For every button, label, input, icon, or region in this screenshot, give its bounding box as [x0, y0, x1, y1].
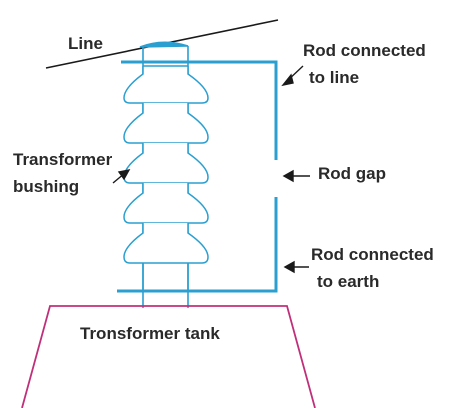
bushing-shed-4	[123, 183, 209, 224]
bushing-label-2: bushing	[13, 177, 80, 196]
bushing-shed-joints	[142, 65, 189, 290]
bushing-shed-3	[123, 143, 209, 184]
bushing-top-cap	[139, 41, 189, 48]
transformer-tank	[21, 305, 316, 408]
line-label: Line	[68, 34, 103, 53]
bushing-label-1: Transformer	[13, 150, 113, 169]
rod-line-label-1: Rod connected	[303, 41, 426, 60]
bushing-sheds	[123, 66, 209, 264]
rod-gap-label: Rod gap	[318, 164, 386, 183]
annotation-arrows	[112, 65, 310, 274]
bushing-shed-5	[123, 223, 209, 264]
tank-label: Tronsformer tank	[80, 324, 220, 343]
rod-connected-to-line	[121, 60, 278, 160]
rod-earth-label-2: to earth	[317, 272, 380, 291]
rod-line-label-2: to line	[309, 68, 360, 87]
bushing-shed-2	[123, 103, 209, 144]
rod-connected-to-earth	[117, 197, 278, 293]
rod-earth-label-1: Rod connected	[311, 245, 434, 264]
bushing-shed-1	[123, 66, 209, 104]
